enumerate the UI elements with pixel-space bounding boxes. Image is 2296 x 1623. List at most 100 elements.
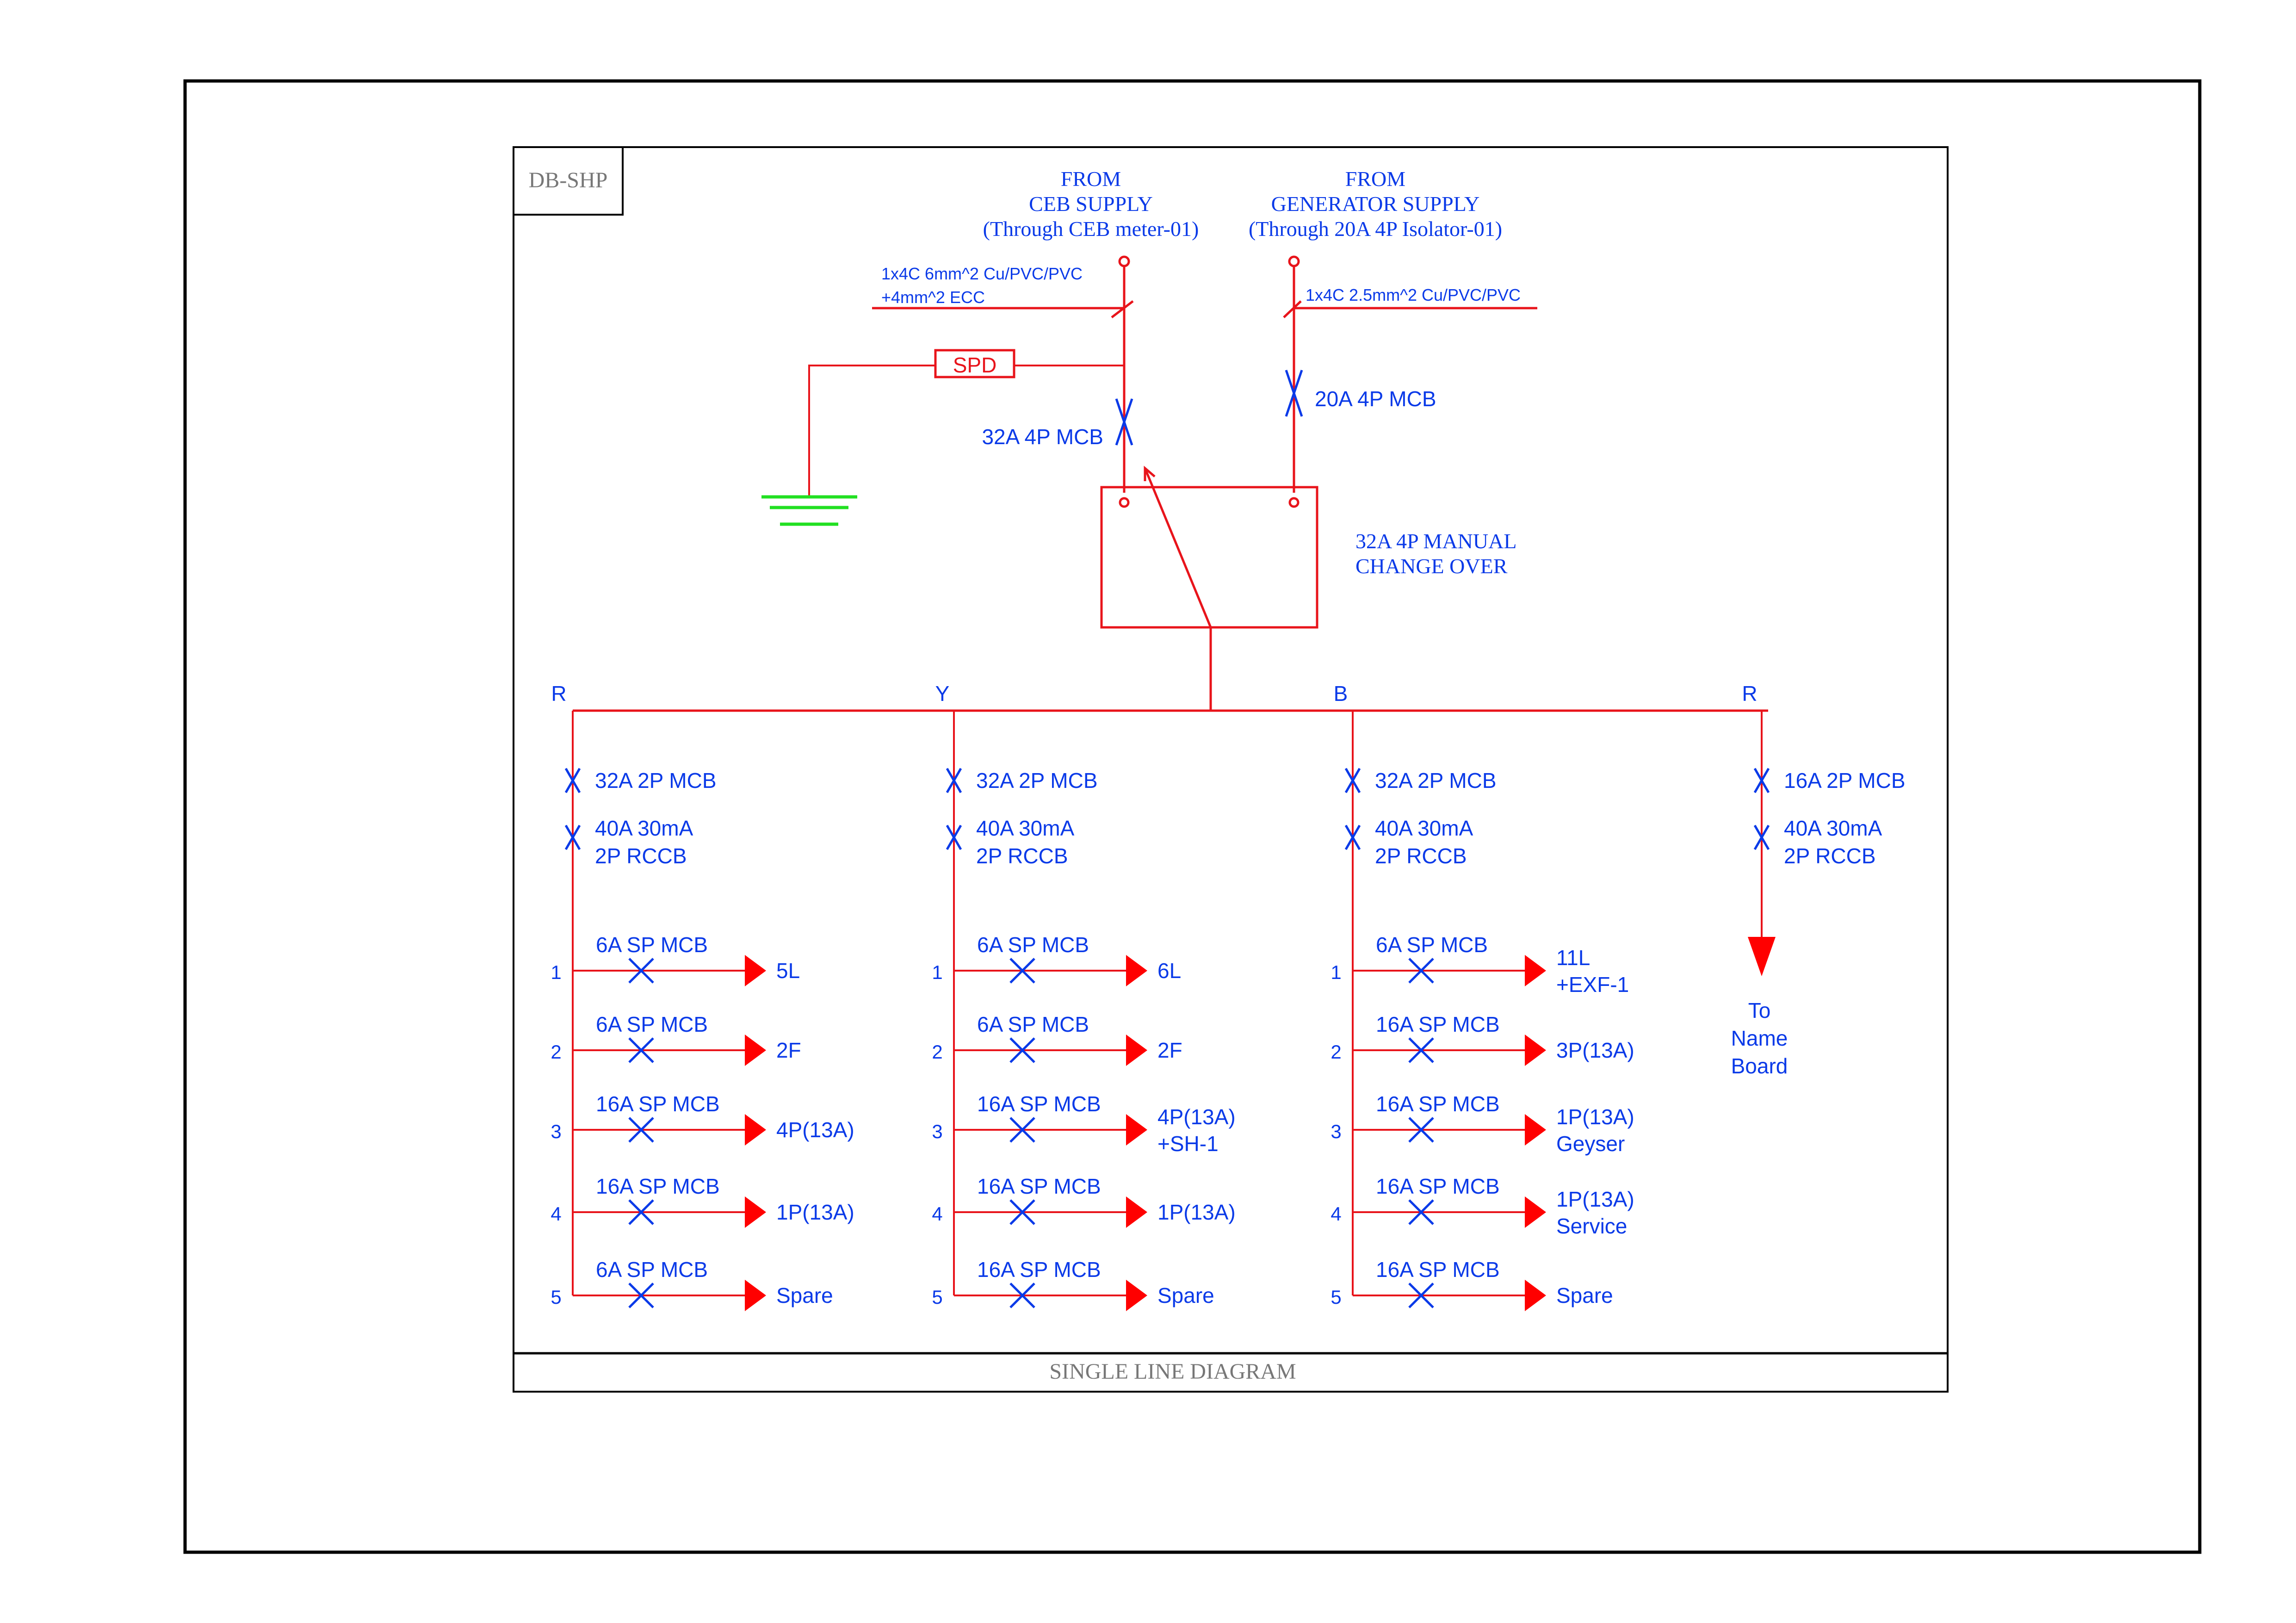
circuit-arrow-icon [745,955,766,986]
circuit-breaker-label: 6A SP MCB [596,933,708,957]
circuit-load-label-line2: Geyser [1556,1132,1625,1156]
earth-wire [808,365,935,497]
phase-rccb-breaker-icon [946,824,962,850]
phase-mcb-breaker-icon-stroke-b [1753,768,1770,793]
phase-mcb-label: 32A 2P MCB [976,768,1098,793]
changeover-ceb-contact-icon [1119,497,1130,508]
phase-label: R [551,681,566,706]
circuit-breaker-icon-stroke-b [628,1037,654,1063]
phase-rccb-breaker-icon-stroke-b [1344,824,1361,850]
circuit-breaker-icon [628,1282,654,1308]
circuit-load-label: 1P(13A) [1157,1200,1236,1224]
circuit-arrow-icon [1525,1280,1546,1311]
circuit-load-label: 2F [776,1038,801,1062]
phase-rccb-label-line2: 2P RCCB [976,844,1068,868]
circuit-arrow-icon [1525,1196,1546,1228]
circuit-load-label: 4P(13A) [776,1118,854,1142]
circuit-breaker-label: 16A SP MCB [1376,1012,1500,1036]
phase-rccb-label-line1: 40A 30mA [1375,816,1473,840]
circuit-number: 1 [551,961,561,983]
circuit-breaker-icon-stroke-b [1408,1117,1434,1143]
circuit-number: 1 [932,961,942,983]
circuit-breaker-icon [1408,1037,1434,1063]
circuit-load-label: 1P(13A) [1556,1187,1634,1211]
circuit-breaker-icon [1408,1117,1434,1143]
circuit-load-label-line2: +EXF-1 [1556,973,1629,997]
circuit-load-label: 1P(13A) [1556,1105,1634,1129]
circuit-arrow-icon [745,1196,766,1228]
circuit-breaker-label: 6A SP MCB [596,1012,708,1036]
phase-rccb-label-line2: 2P RCCB [1375,844,1467,868]
circuit-breaker-label: 6A SP MCB [977,1012,1089,1036]
circuit-load-label: 1P(13A) [776,1200,854,1224]
circuit-number: 5 [932,1286,942,1308]
phase-mcb-breaker-icon-stroke-b [946,768,962,793]
circuit-arrow-icon [1126,1114,1147,1146]
circuit-breaker-label: 16A SP MCB [1376,1174,1500,1198]
phase-rccb-label-line1: 40A 30mA [976,816,1075,840]
circuit-arrow-icon [745,1114,766,1146]
phase-mcb-breaker-icon-stroke-b [1344,768,1361,793]
generator-supply-heading: FROM GENERATOR SUPPLY (Through 20A 4P Is… [1249,167,1502,241]
phase-mcb-breaker-icon [564,768,581,793]
svg-text:FROM: FROM [1061,167,1121,191]
changeover-blade-icon [1144,465,1212,628]
circuit-breaker-icon [628,1117,654,1143]
spd-device [934,349,1015,378]
ceb-terminal-icon [1118,255,1130,267]
circuit-load-label: 11L [1556,946,1590,970]
ceb-mcb-breaker-icon [1115,398,1133,446]
phase-rccb-label-line2: 2P RCCB [1784,844,1876,868]
circuit-arrow-icon [1525,1035,1546,1066]
ceb-mcb-label: 32A 4P MCB [982,425,1103,449]
feeder-destination-label: Name [1731,1026,1788,1050]
circuit-breaker-icon-stroke-b [628,1117,654,1143]
circuit-breaker-icon-stroke-b [1009,1037,1035,1063]
generator-cable-tick-icon [1283,300,1302,318]
generator-mcb-breaker-icon [1285,370,1303,417]
phase-rccb-label-line1: 40A 30mA [595,816,693,840]
circuit-breaker-icon-stroke-b [1408,1199,1434,1225]
drawing-frame [513,146,1949,1393]
svg-text:CEB SUPPLY: CEB SUPPLY [1029,192,1153,216]
feeder-destination-label: To [1748,998,1771,1022]
circuit-number: 2 [1331,1041,1341,1063]
board-tag: DB-SHP [529,168,608,192]
circuit-number: 4 [1331,1203,1341,1225]
circuit-breaker-icon [628,958,654,984]
circuit-breaker-icon-stroke-b [1408,1037,1434,1063]
changeover-switch [1100,486,1318,629]
changeover-generator-contact-icon [1288,497,1300,508]
circuit-number: 3 [551,1121,561,1142]
circuit-breaker-label: 16A SP MCB [1376,1258,1500,1282]
phase-rccb-breaker-icon-stroke-b [946,824,962,850]
svg-text:FROM: FROM [1345,167,1405,191]
circuit-number: 4 [932,1203,942,1225]
phase-mcb-label: 32A 2P MCB [1375,768,1497,793]
svg-text:(Through CEB meter-01): (Through CEB meter-01) [983,217,1199,241]
circuit-number: 5 [1331,1286,1341,1308]
phase-rccb-breaker-icon [1344,824,1361,850]
earth-icon [761,495,857,526]
phase-label: B [1334,681,1348,706]
circuit-breaker-icon-stroke-b [628,1282,654,1308]
circuit-breaker-icon [1009,958,1035,984]
circuit-arrow-icon [1126,955,1147,986]
phase-rccb-breaker-icon [1753,824,1770,850]
circuit-breaker-icon-stroke-b [1009,1117,1035,1143]
generator-mcb-label: 20A 4P MCB [1315,387,1436,411]
ceb-cable-spec-ecc: +4mm^2 ECC [881,288,985,307]
circuit-load-label: Spare [1556,1283,1613,1307]
board-tag-box [513,146,624,216]
generator-cable-spec: 1x4C 2.5mm^2 Cu/PVC/PVC [1306,285,1521,304]
feeder-destination-label: Board [1731,1054,1788,1078]
phase-group-b-3: B 32A 2P MCB 40A 30mA 2P RCCB 16A SP MCB 11L +… [1331,681,1634,1311]
circuit-number: 1 [1331,961,1341,983]
